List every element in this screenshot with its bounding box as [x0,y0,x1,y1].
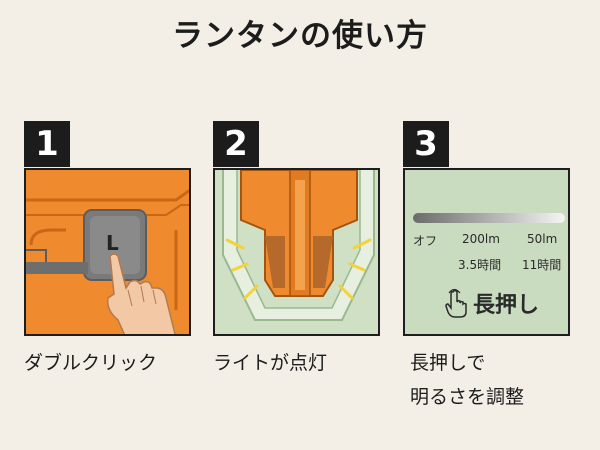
step-1-panel: L [24,168,191,336]
mode-off-label: オフ [413,234,438,248]
mode-50lm-label: 50lm [527,232,558,246]
brightness-gradient-bar [413,213,565,223]
touch-hand-icon [445,288,467,318]
step-2-panel [213,168,380,336]
lantern-button-illustration: L [26,170,189,334]
runtime-50lm-label: 11時間 [522,258,562,272]
step-2-badge: 2 [213,121,259,167]
step-1-badge: 1 [24,121,70,167]
long-press-text: 長押し [473,293,540,318]
long-press-indicator: 長押し [445,287,539,319]
step-3-caption: 長押しで 明るさを調整 [410,352,525,408]
mode-200lm-label: 200lm [462,232,500,246]
step-3-panel: オフ 200lm 50lm 3.5時間 11時間 長押し [403,168,570,336]
step-3-badge: 3 [403,121,449,167]
light-rays [225,238,372,300]
key-letter-text: L [106,231,119,255]
step-2-caption: ライトが点灯 [213,352,328,374]
step-1-caption: ダブルクリック [24,352,158,374]
page-title: ランタンの使い方 [172,18,428,54]
hand-pointer-icon [106,253,176,334]
runtime-200lm-label: 3.5時間 [458,258,502,272]
lantern-light-illustration [215,170,378,334]
